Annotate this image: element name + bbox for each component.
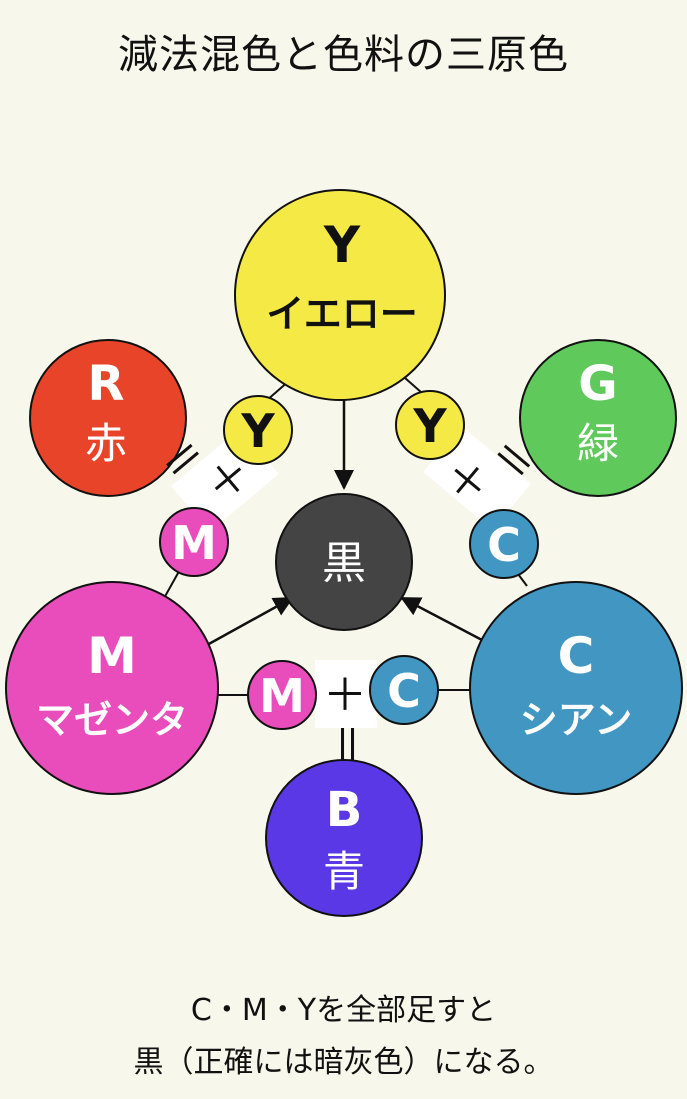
green-letter: G	[578, 356, 617, 412]
plus-symbol-blue: ＋	[323, 670, 367, 721]
black-name: 黒	[322, 538, 366, 589]
page-title: 減法混色と色料の三原色	[118, 32, 569, 78]
arrows	[206, 398, 483, 647]
cyan-letter: C	[558, 627, 595, 685]
small-m-circle-left	[159, 507, 229, 577]
small-c-circle-bottom	[369, 655, 439, 725]
small-y-circle-left	[223, 395, 293, 465]
small-m-circle-bottom	[247, 660, 317, 730]
green-circle	[519, 339, 677, 497]
caption-line-2: 黒（正確には暗灰色）になる。	[133, 1045, 554, 1080]
small-c-label-bottom: C	[387, 664, 421, 718]
plus-bg-blue	[315, 660, 377, 728]
equals-symbol-blue: ＝	[320, 722, 371, 766]
red-circle	[29, 339, 187, 497]
small-c-circle-right	[469, 509, 539, 579]
caption-line-1: C・M・Yを全部足すと	[190, 993, 497, 1028]
cyan-circle	[469, 581, 683, 795]
blue-circle	[265, 759, 423, 917]
blue-letter: B	[326, 782, 363, 838]
red-name: 赤	[85, 419, 127, 468]
arrow-cyan-to-black	[400, 596, 483, 642]
yellow-circle	[234, 189, 446, 401]
small-m-label-bottom: M	[259, 669, 305, 723]
red-letter: R	[88, 356, 125, 412]
black-circle	[275, 493, 413, 631]
yellow-name: イエロー	[266, 292, 418, 336]
blue-name: 青	[323, 847, 365, 896]
cyan-name: シアン	[520, 698, 632, 742]
small-y-circle-right	[395, 390, 465, 460]
magenta-letter: M	[87, 627, 137, 685]
arrow-magenta-to-black	[206, 596, 294, 647]
magenta-name: マゼンタ	[36, 698, 188, 742]
small-y-label-left: Y	[240, 404, 275, 458]
small-y-label-right: Y	[412, 399, 447, 453]
green-name: 緑	[577, 419, 619, 468]
yellow-letter: Y	[323, 216, 361, 274]
magenta-circle	[5, 581, 219, 795]
small-c-label-right: C	[487, 518, 521, 572]
small-m-label-left: M	[171, 516, 217, 570]
